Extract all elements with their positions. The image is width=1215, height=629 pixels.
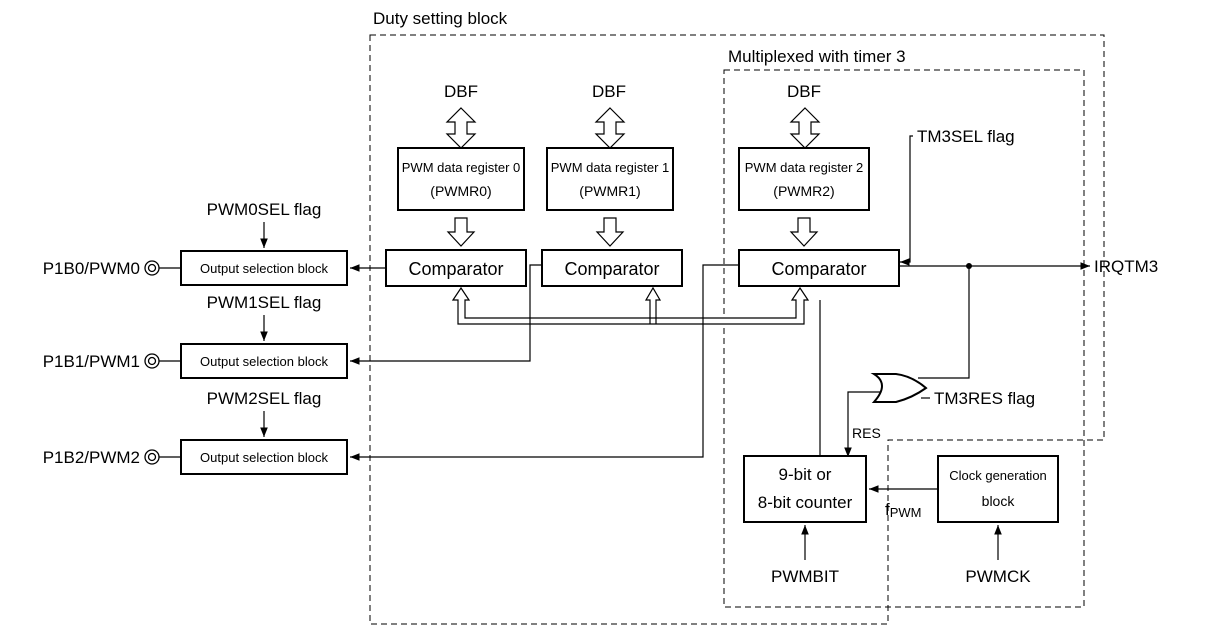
pwm-data-register-1 <box>546 147 674 211</box>
comparator-2-label: Comparator <box>771 259 866 279</box>
counter-line2: 8-bit counter <box>758 493 853 512</box>
pin1-label: P1B1/PWM1 <box>43 352 140 371</box>
dbf-label-0: DBF <box>444 82 478 101</box>
pin0-label: P1B0/PWM0 <box>43 259 140 278</box>
pwm-data-register-2 <box>738 147 870 211</box>
comp2-output-wire <box>350 264 739 461</box>
comparator-2 <box>738 249 900 287</box>
tm3res-flag-label: TM3RES flag <box>934 389 1035 408</box>
dbf-label-2: DBF <box>787 82 821 101</box>
reg2-to-comp2-arrow <box>789 217 819 247</box>
pin0-terminal-inner <box>147 263 157 273</box>
output-selection-block-0 <box>180 250 348 286</box>
comparator-1-label: Comparator <box>564 259 659 279</box>
comp1-output-wire <box>350 264 542 365</box>
pwm2sel-flag-label: PWM2SEL flag <box>207 389 322 408</box>
clock-line2: block <box>982 493 1016 509</box>
comparator-0 <box>385 249 527 287</box>
pwmr2-line2: (PWMR2) <box>773 183 834 199</box>
comparator-0-label: Comparator <box>408 259 503 279</box>
res-label: RES <box>852 425 881 441</box>
clock-generation-block <box>937 455 1059 523</box>
counter-line1: 9-bit or <box>779 465 832 484</box>
pin2-label: P1B2/PWM2 <box>43 448 140 467</box>
clock-line1: Clock generation <box>949 468 1047 483</box>
res-wire <box>844 391 880 457</box>
or-feedback-wire <box>918 266 970 379</box>
dbf-bus-arrow-0 <box>445 107 477 149</box>
mux-timer3-region <box>723 69 1085 608</box>
tm3sel-flag-label: TM3SEL flag <box>917 127 1015 146</box>
reg1-to-comp1-arrow <box>595 217 625 247</box>
duty-setting-region <box>369 34 1105 625</box>
pwm0sel-flag-label: PWM0SEL flag <box>207 200 322 219</box>
dbf-bus-arrow-2 <box>789 107 821 149</box>
or-gate <box>870 373 928 403</box>
mux-timer3-label: Multiplexed with timer 3 <box>728 47 906 66</box>
output-selection-block-1 <box>180 343 348 379</box>
pwm-data-register-0 <box>397 147 525 211</box>
pin1-terminal-inner <box>147 356 157 366</box>
dbf-label-1: DBF <box>592 82 626 101</box>
pwm1sel-flag-label: PWM1SEL flag <box>207 293 322 312</box>
output-sel-1-label: Output selection block <box>200 354 328 369</box>
dbf-bus-arrow-1 <box>594 107 626 149</box>
comparator-1 <box>541 249 683 287</box>
counter-block <box>743 455 867 523</box>
irqtm3-label: IRQTM3 <box>1094 257 1158 276</box>
pwmck-label: PWMCK <box>965 567 1031 586</box>
output-sel-0-label: Output selection block <box>200 261 328 276</box>
tm3sel-wire <box>900 135 913 266</box>
pwmr2-line1: PWM data register 2 <box>745 160 864 175</box>
reg0-to-comp0-arrow <box>446 217 476 247</box>
pwmr1-line1: PWM data register 1 <box>551 160 670 175</box>
output-sel-2-label: Output selection block <box>200 450 328 465</box>
pwmr1-line2: (PWMR1) <box>579 183 640 199</box>
pwmr0-line1: PWM data register 0 <box>402 160 521 175</box>
fpwm-label: fPWM <box>885 500 922 520</box>
pwmbit-label: PWMBIT <box>771 567 839 586</box>
pwmr0-line2: (PWMR0) <box>430 183 491 199</box>
pin2-terminal-inner <box>147 452 157 462</box>
duty-block-label: Duty setting block <box>373 9 508 28</box>
counter-bus <box>451 286 810 325</box>
